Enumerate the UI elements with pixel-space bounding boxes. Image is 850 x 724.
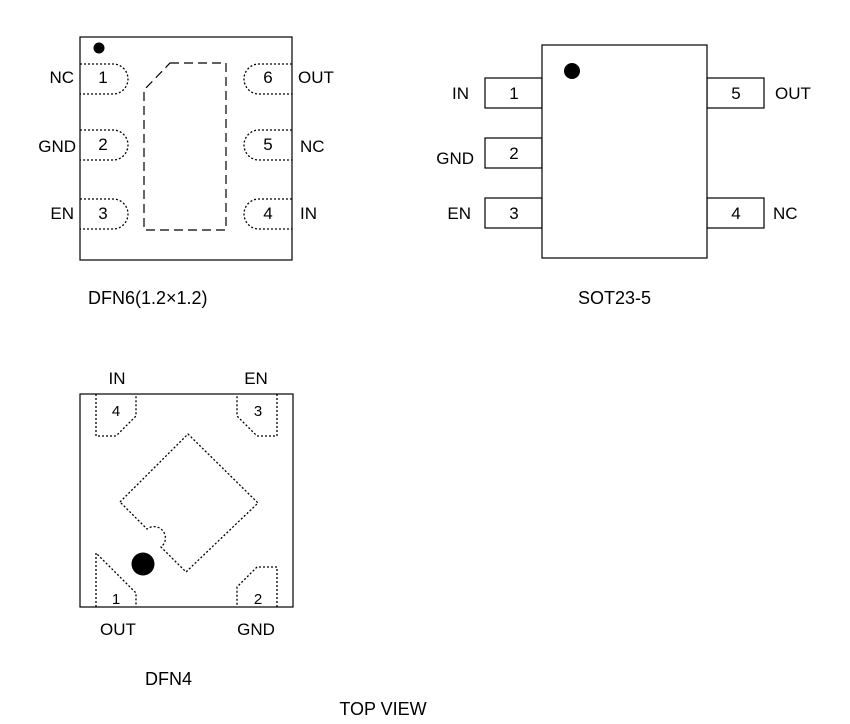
dfn4-caption: DFN4 — [145, 669, 192, 689]
dfn4-pin-number: 2 — [254, 591, 262, 608]
dfn4-exposed-pad — [119, 433, 259, 573]
dfn6-pin-number: 6 — [263, 68, 272, 87]
dfn6-body — [79, 36, 293, 261]
dfn4-pin-name: OUT — [100, 620, 136, 639]
dfn6-pad-4 — [243, 198, 292, 230]
dfn4-pin-number: 3 — [254, 403, 262, 420]
dfn6-exposed-pad — [143, 62, 227, 231]
dfn4-pin-number: 4 — [112, 403, 120, 420]
dfn4-pad-3 — [236, 394, 278, 437]
sot23-package: 1 2 3 4 5 IN GND EN NC OUT SOT23-5 — [436, 44, 811, 308]
dfn4-pad-4 — [95, 394, 137, 437]
sot23-pin-number: 5 — [731, 84, 740, 103]
sot23-pin-number: 3 — [509, 204, 518, 223]
dfn6-pad-6 — [243, 63, 292, 95]
dfn6-pad-5 — [243, 129, 292, 161]
dfn6-pin-number: 3 — [98, 204, 107, 223]
dfn6-pin-number: 2 — [98, 135, 107, 154]
dfn4-pad-2 — [236, 566, 278, 607]
sot23-pin-name: GND — [436, 149, 474, 168]
sot23-pin1-marker — [564, 63, 580, 79]
dfn4-pin-name: EN — [244, 369, 268, 388]
dfn6-pin-number: 4 — [263, 204, 272, 223]
sot23-pin-name: IN — [452, 84, 469, 103]
dfn4-pad-1 — [95, 551, 137, 607]
sot23-pin-name: NC — [773, 204, 798, 223]
sot23-lead-2 — [484, 137, 543, 169]
dfn6-pin-name: NC — [300, 137, 325, 156]
dfn6-pin-name: GND — [38, 137, 76, 156]
sot23-pin-number: 1 — [509, 84, 518, 103]
sot23-body — [541, 44, 708, 259]
sot23-lead-5 — [706, 77, 765, 109]
dfn6-package: 1 2 3 4 5 6 NC GND EN IN NC OUT DFN6(1.2… — [38, 36, 334, 308]
sot23-caption: SOT23-5 — [578, 288, 651, 308]
dfn4-pin-name: IN — [109, 369, 126, 388]
dfn4-package: 4 3 1 2 IN EN OUT GND DFN4 — [79, 369, 294, 689]
dfn6-caption: DFN6(1.2×1.2) — [88, 288, 208, 308]
dfn6-pin-name: IN — [300, 204, 317, 223]
dfn4-pin1-marker — [131, 552, 155, 576]
sot23-pin-name: EN — [447, 204, 471, 223]
dfn6-pin-number: 1 — [98, 68, 107, 87]
top-view-label: TOP VIEW — [339, 699, 426, 719]
dfn6-pin-number: 5 — [263, 135, 272, 154]
dfn6-pin-name: NC — [49, 68, 74, 87]
dfn6-pad-3 — [80, 198, 129, 230]
sot23-pin-number: 4 — [731, 204, 740, 223]
dfn6-pin-name: OUT — [298, 68, 334, 87]
sot23-pin-name: OUT — [775, 84, 811, 103]
dfn4-body — [79, 393, 294, 608]
dfn4-pin-name: GND — [237, 620, 275, 639]
dfn6-pin1-marker — [93, 42, 105, 54]
dfn6-pad-1 — [80, 63, 129, 95]
dfn6-pad-2 — [80, 129, 129, 161]
dfn4-pin-number: 1 — [112, 591, 120, 608]
dfn6-pin-name: EN — [50, 204, 74, 223]
sot23-lead-3 — [484, 197, 543, 229]
sot23-pin-number: 2 — [509, 144, 518, 163]
